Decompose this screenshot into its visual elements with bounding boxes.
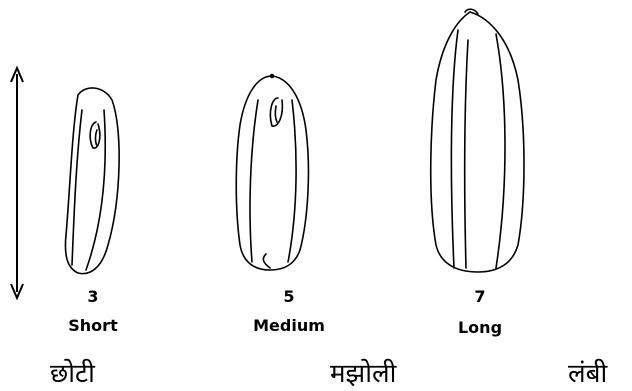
grain-number-long: 7 xyxy=(460,287,500,306)
grain-hindi-short: छोटी xyxy=(50,354,95,390)
grain-label-medium: Medium xyxy=(234,316,344,335)
medium-grain-icon xyxy=(236,75,308,271)
grain-label-short: Short xyxy=(38,316,148,335)
grain-number-medium: 5 xyxy=(269,287,309,306)
grain-number-short: 3 xyxy=(73,287,113,306)
grain-hindi-medium: मझोली xyxy=(330,354,396,390)
grain-label-long: Long xyxy=(425,318,535,337)
short-grain-icon xyxy=(65,88,119,274)
long-grain-icon xyxy=(431,9,524,272)
grain-hindi-long: लंबी xyxy=(568,354,607,390)
double-arrow-icon xyxy=(11,68,23,298)
